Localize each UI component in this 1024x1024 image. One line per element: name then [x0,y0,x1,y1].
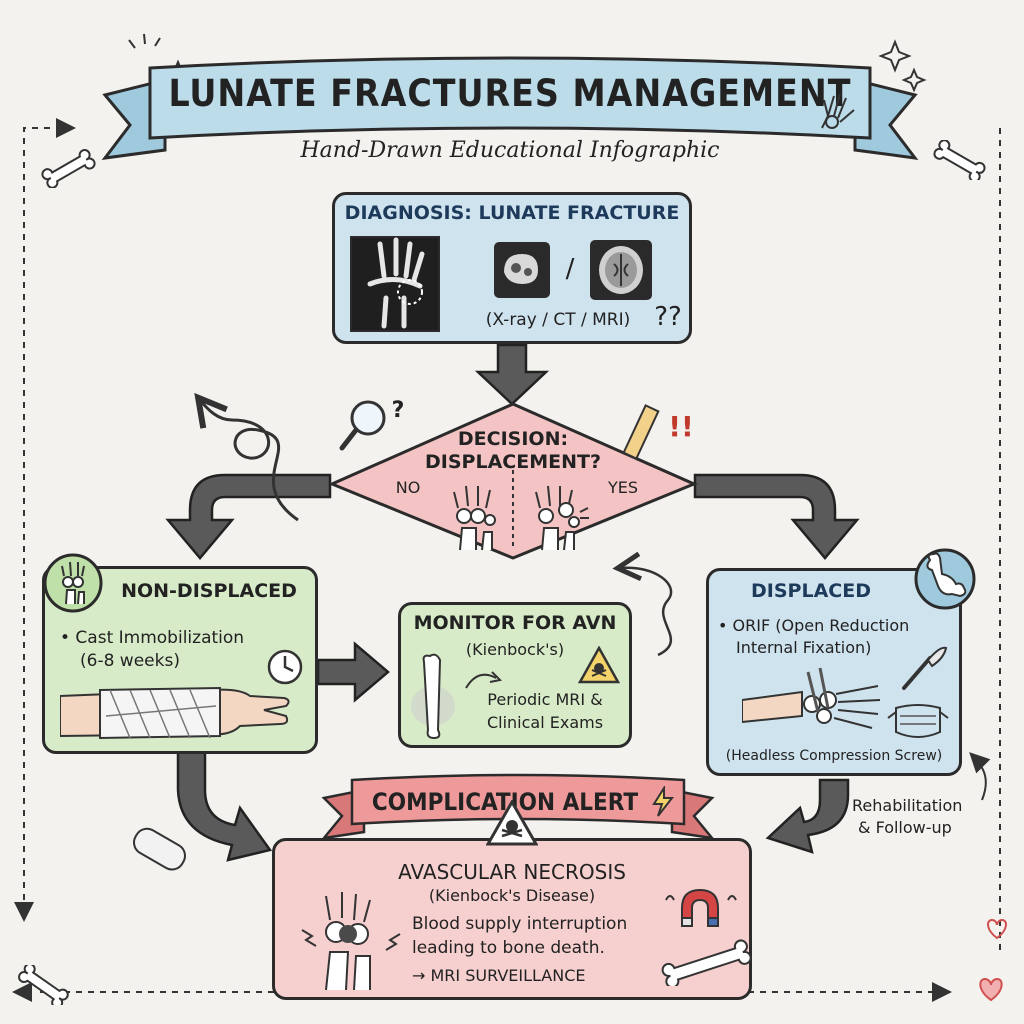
decision-title-line1: DECISION: [457,428,569,450]
title-banner [101,56,919,160]
diagnosis-question-marks: ?? [654,302,682,332]
bone-icon [661,939,752,986]
skull-hazard-icon [486,800,538,846]
aligned-wrist-bones-icon [453,485,496,551]
hand-skeleton-icon [821,93,855,129]
xray-image-icon [350,236,440,332]
orif-wrist-xray-icon [742,667,881,729]
heart-icon [987,918,1007,940]
ct-scan-icon [494,242,550,298]
decision-exclamation: !! [668,410,694,443]
lightning-icon [652,786,675,817]
diagnosis-modalities: (X-ray / CT / MRI) [485,310,631,330]
ruler-icon [622,404,660,460]
necrotic-wrist-icon [301,892,401,991]
heart-icon [979,977,1003,1002]
non-displaced-bullet: • Cast Immobilization [60,628,245,648]
displaced-bullet-line1: • ORIF (Open Reduction [718,616,910,635]
rehab-curve-arrow [969,752,991,801]
monitor-title: MONITOR FOR AVN [413,612,617,634]
complication-subtitle: (Kienbock's Disease) [428,886,596,905]
mri-brain-icon [590,240,652,300]
skull-warning-icon [578,646,620,684]
arrow-diagnosis-to-decision [474,343,550,406]
bone-icon [933,140,986,180]
page-subtitle: Hand-Drawn Educational Infographic [300,138,720,163]
complication-box [272,838,752,1000]
magnifier-icon [339,400,386,451]
complication-line2: leading to bone death. [412,938,605,958]
decision-question-mark: ? [391,398,405,423]
wrist-bone-badge-icon [43,553,103,613]
diagnosis-title: DIAGNOSIS: LUNATE FRACTURE [344,202,680,224]
cast-arm-icon [60,686,290,740]
non-displaced-duration: (6-8 weeks) [80,651,180,671]
page-title: LUNATE FRACTURES MANAGEMENT [168,72,852,115]
arrow-decision-to-nondisplaced [165,473,332,560]
monitor-line1: Periodic MRI & [487,690,603,709]
rehab-note-line2: & Follow-up [858,818,952,837]
monitor-line2: Clinical Exams [486,713,604,732]
complication-line1: Blood supply interruption [412,914,628,934]
complication-action: → MRI SURVEILLANCE [412,966,586,985]
displaced-implant: (Headless Compression Screw) [725,748,943,764]
bone-icon [18,965,69,1005]
displaced-title: DISPLACED [751,580,871,602]
feedback-loop-arrow [620,568,673,657]
bandage-icon [133,827,186,871]
bone-icon [41,149,96,188]
decision-yes-label: YES [607,478,639,497]
arrow-displaced-to-complication [765,778,850,854]
surgical-mask-icon [887,704,949,738]
arrow-decision-to-displaced [693,473,860,560]
mri-magnet-icon [665,888,737,927]
femur-bone-icon [411,653,455,740]
decision-no-label: NO [395,478,421,497]
complication-banner [320,773,716,840]
non-displaced-title: NON-DISPLACED [121,580,297,602]
clock-icon [267,649,303,685]
displaced-wrist-bones-icon [535,485,589,551]
monitor-subtitle: (Kienbock's) [465,640,565,659]
decision-title-line2: DISPLACEMENT? [425,451,601,473]
squiggle-loop-arrow [200,400,299,522]
displaced-bullet-line2: Internal Fixation) [736,638,872,657]
scalpel-icon [902,646,948,690]
curved-arrow-icon [465,671,503,689]
joint-bone-badge-icon [914,548,976,610]
arrow-nondisplaced-to-monitor [316,641,390,703]
arrow-nondisplaced-to-complication [176,750,273,862]
modality-separator: / [565,254,575,284]
rehab-note-line1: Rehabilitation [852,796,963,815]
complication-title: AVASCULAR NECROSIS [398,860,626,884]
